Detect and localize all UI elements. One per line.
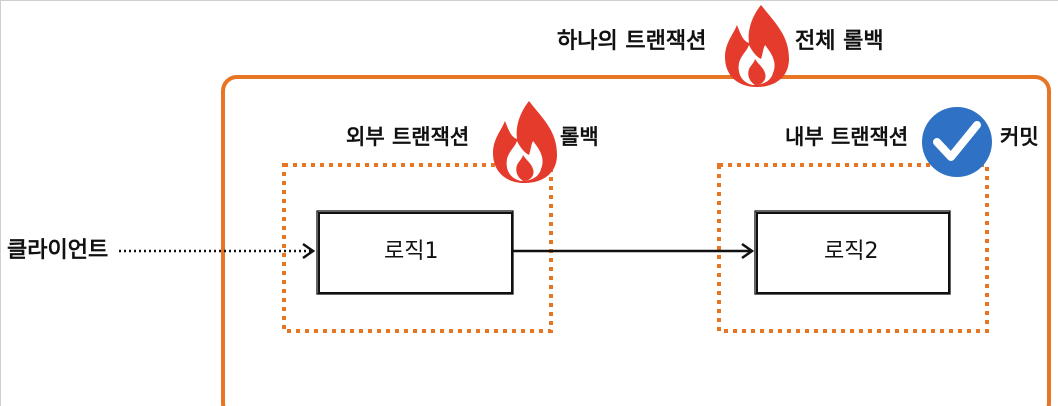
logic2-label: 로직2 bbox=[824, 239, 879, 264]
global-transaction-title: 하나의 트랜잭션 bbox=[557, 29, 707, 54]
logic1-to-logic2-arrow bbox=[513, 242, 755, 260]
inner-transaction-status: 커밋 bbox=[1000, 125, 1039, 149]
inner-transaction-box bbox=[717, 163, 989, 333]
logic1-box bbox=[316, 210, 514, 295]
logic2-box bbox=[754, 210, 951, 295]
client-label: 클라이언트 bbox=[7, 238, 109, 263]
outer-transaction-box bbox=[282, 163, 553, 333]
inner-checkmark-icon bbox=[922, 107, 992, 177]
inner-transaction-title: 내부 트랜잭션 bbox=[785, 125, 909, 149]
outer-flame-icon bbox=[493, 101, 557, 183]
global-flame-icon bbox=[725, 5, 789, 87]
global-transaction-box bbox=[221, 75, 1051, 406]
logic1-label: 로직1 bbox=[384, 239, 439, 264]
global-transaction-status: 전체 롤백 bbox=[795, 29, 884, 54]
outer-transaction-status: 롤백 bbox=[560, 125, 599, 149]
client-to-logic1-arrow bbox=[119, 242, 316, 260]
outer-transaction-title: 외부 트랜잭션 bbox=[346, 125, 470, 149]
